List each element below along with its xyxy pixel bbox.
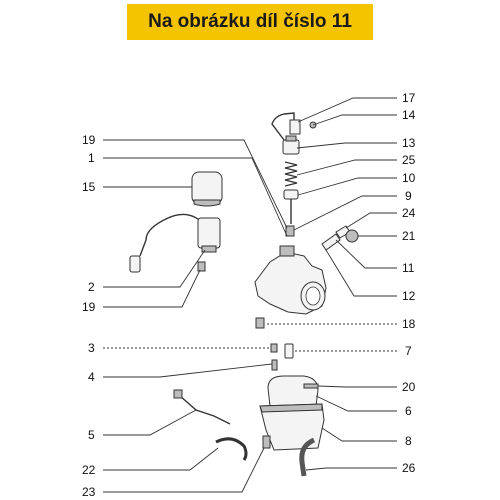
leader-20 [317,385,397,388]
leader-lines [103,97,397,493]
callout-26: 26 [402,461,416,475]
part-5-cable-end [173,389,183,399]
callout-19-upper: 19 [82,133,96,147]
leader-13 [296,142,397,149]
callout-22: 22 [82,463,96,477]
part-20-pin [303,383,319,389]
carburetor-top-mount [279,245,295,257]
part-23-drain-screw [262,435,271,449]
part-15-cap-shade [193,199,221,207]
callout-7: 7 [405,344,412,358]
callout-4: 4 [88,370,95,384]
callout-17: 17 [402,91,416,105]
callout-3: 3 [88,341,95,355]
part-17-inlet-pipe [271,112,295,141]
leader-14 [312,114,397,126]
callout-20: 20 [402,380,416,394]
leader-19-lower [103,269,201,308]
callout-24: 24 [402,206,416,220]
leader-25 [296,159,397,176]
callout-15: 15 [82,180,96,194]
leader-23 [103,447,265,493]
part-25-spring [284,161,298,187]
leader-5 [103,409,197,436]
leader-6 [315,395,397,412]
carburetor-outlet-inner [305,286,321,306]
part-18-screw [255,317,265,329]
leader-4 [103,363,273,378]
callout-13: 13 [402,136,416,150]
leader-12 [325,249,397,297]
callout-6: 6 [405,404,412,418]
part-2-choke-base [201,245,217,253]
callout-numbers: 17 14 13 25 10 9 24 21 11 12 18 7 20 6 8… [82,91,416,499]
callout-14: 14 [402,108,416,122]
part-19-screw [197,261,206,272]
callout-19-lower: 19 [82,300,96,314]
part-21-nut [345,229,359,243]
callout-23: 23 [82,485,96,499]
leader-2 [103,249,206,288]
part-2-wire-connector [129,255,141,273]
leader-22 [103,447,219,471]
part-10-needle-clip [283,189,299,200]
part-8-bowl-rim [259,403,323,413]
leader-19-upper [103,139,288,229]
part-13-top-cap [282,139,300,155]
part-2-choke-body [197,217,221,249]
leader-8 [321,427,397,442]
leader-26 [305,467,397,471]
part-7-screw [284,343,294,359]
part-26-overflow-hose [299,437,316,477]
part-6-float [267,375,319,407]
callout-8: 8 [405,434,412,448]
part-17-pipe-end [289,119,301,135]
callout-5: 5 [88,428,95,442]
leader-11 [335,239,397,269]
part-11-idle-screw [321,233,341,251]
part-13-cap-top [285,135,297,142]
callout-2: 2 [88,280,95,294]
part-4-needle-valve [271,359,278,371]
carburetor-parts [129,112,359,477]
callout-9: 9 [405,189,412,203]
callout-1: 1 [88,151,95,165]
part-2-choke-wire [139,213,207,257]
callout-12: 12 [402,289,416,303]
leader-1 [103,157,288,237]
part-3-pin [270,343,278,353]
leader-17 [297,97,397,123]
title-banner: Na obrázku díl číslo 11 [127,4,373,40]
callout-18: 18 [402,317,416,331]
callout-25: 25 [402,153,416,167]
part-22-clamp [215,437,248,461]
part-15-rubber-cap [191,171,223,205]
callout-11: 11 [402,261,415,275]
leader-24 [345,212,397,229]
callout-21: 21 [402,229,416,243]
part-5-cable [179,395,231,425]
leader-9 [293,195,397,231]
leader-10 [297,177,397,196]
callout-10: 10 [402,171,416,185]
banner-title: Na obrázku díl číslo 11 [148,11,352,32]
part-19-jet [285,225,295,237]
